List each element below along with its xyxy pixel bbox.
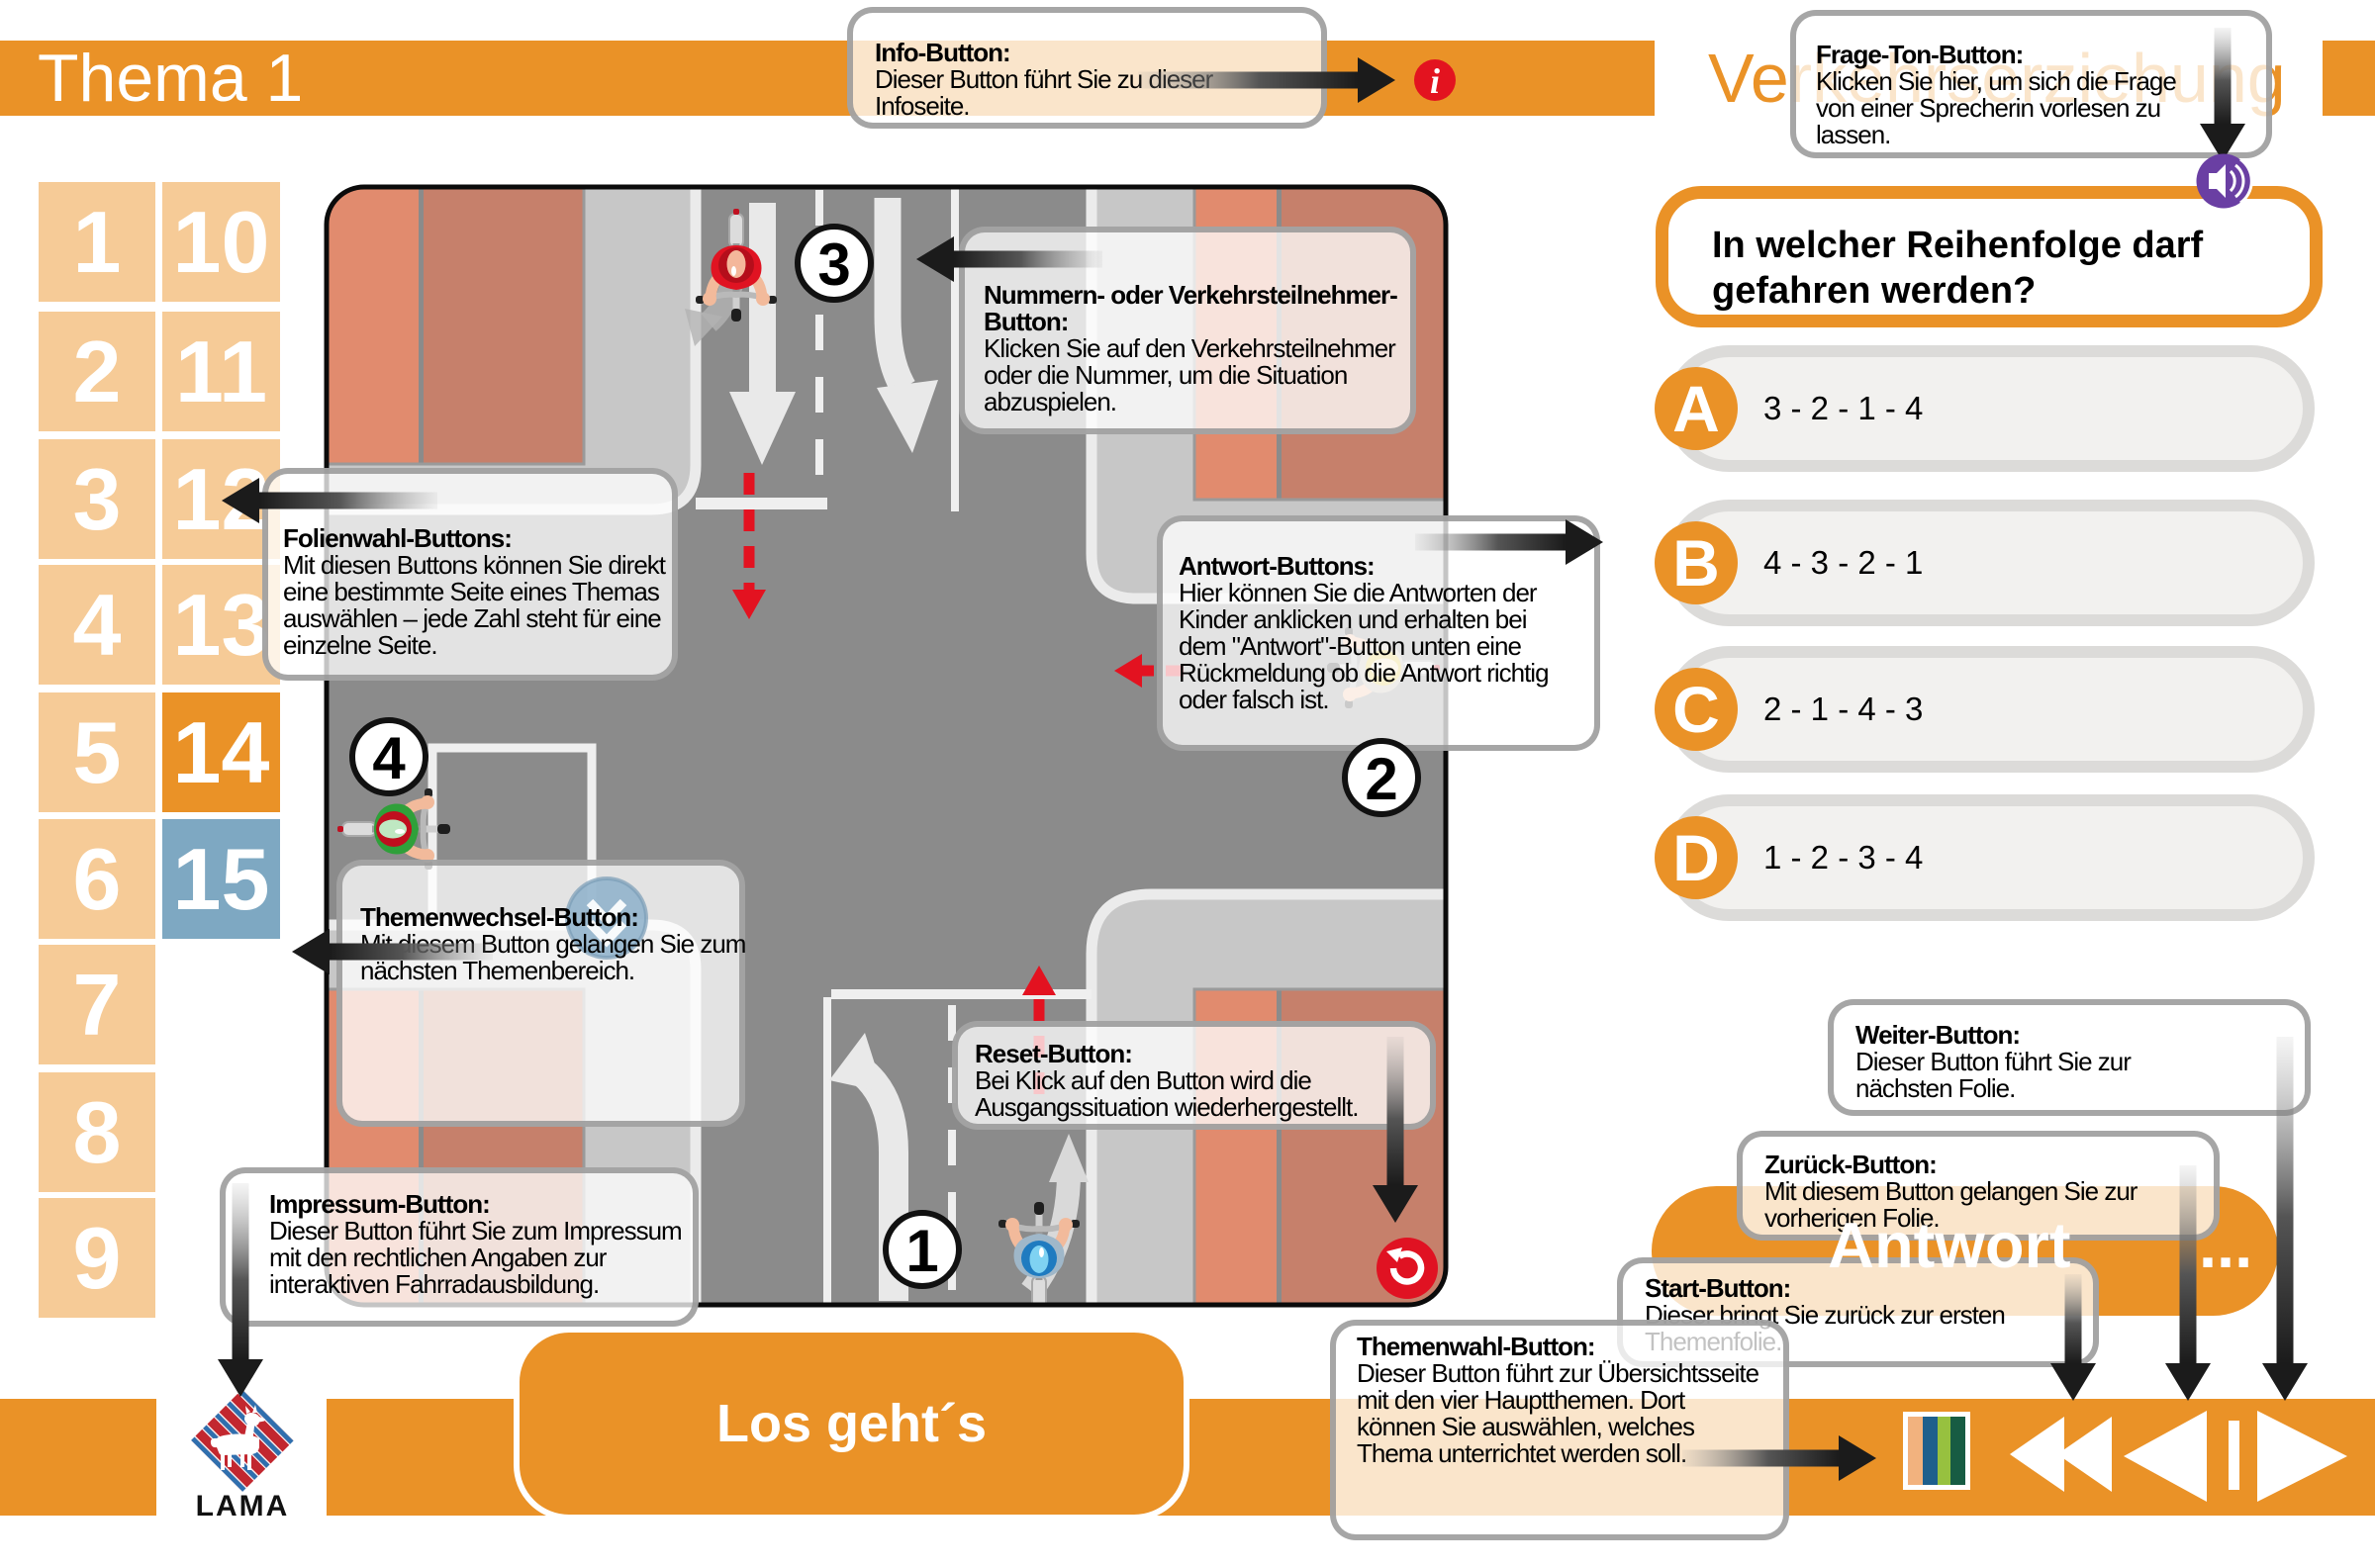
svg-text:LAMA: LAMA	[196, 1490, 290, 1522]
svg-text:4: 4	[372, 725, 406, 791]
svg-text:1: 1	[905, 1218, 938, 1284]
svg-text:3: 3	[817, 231, 850, 298]
